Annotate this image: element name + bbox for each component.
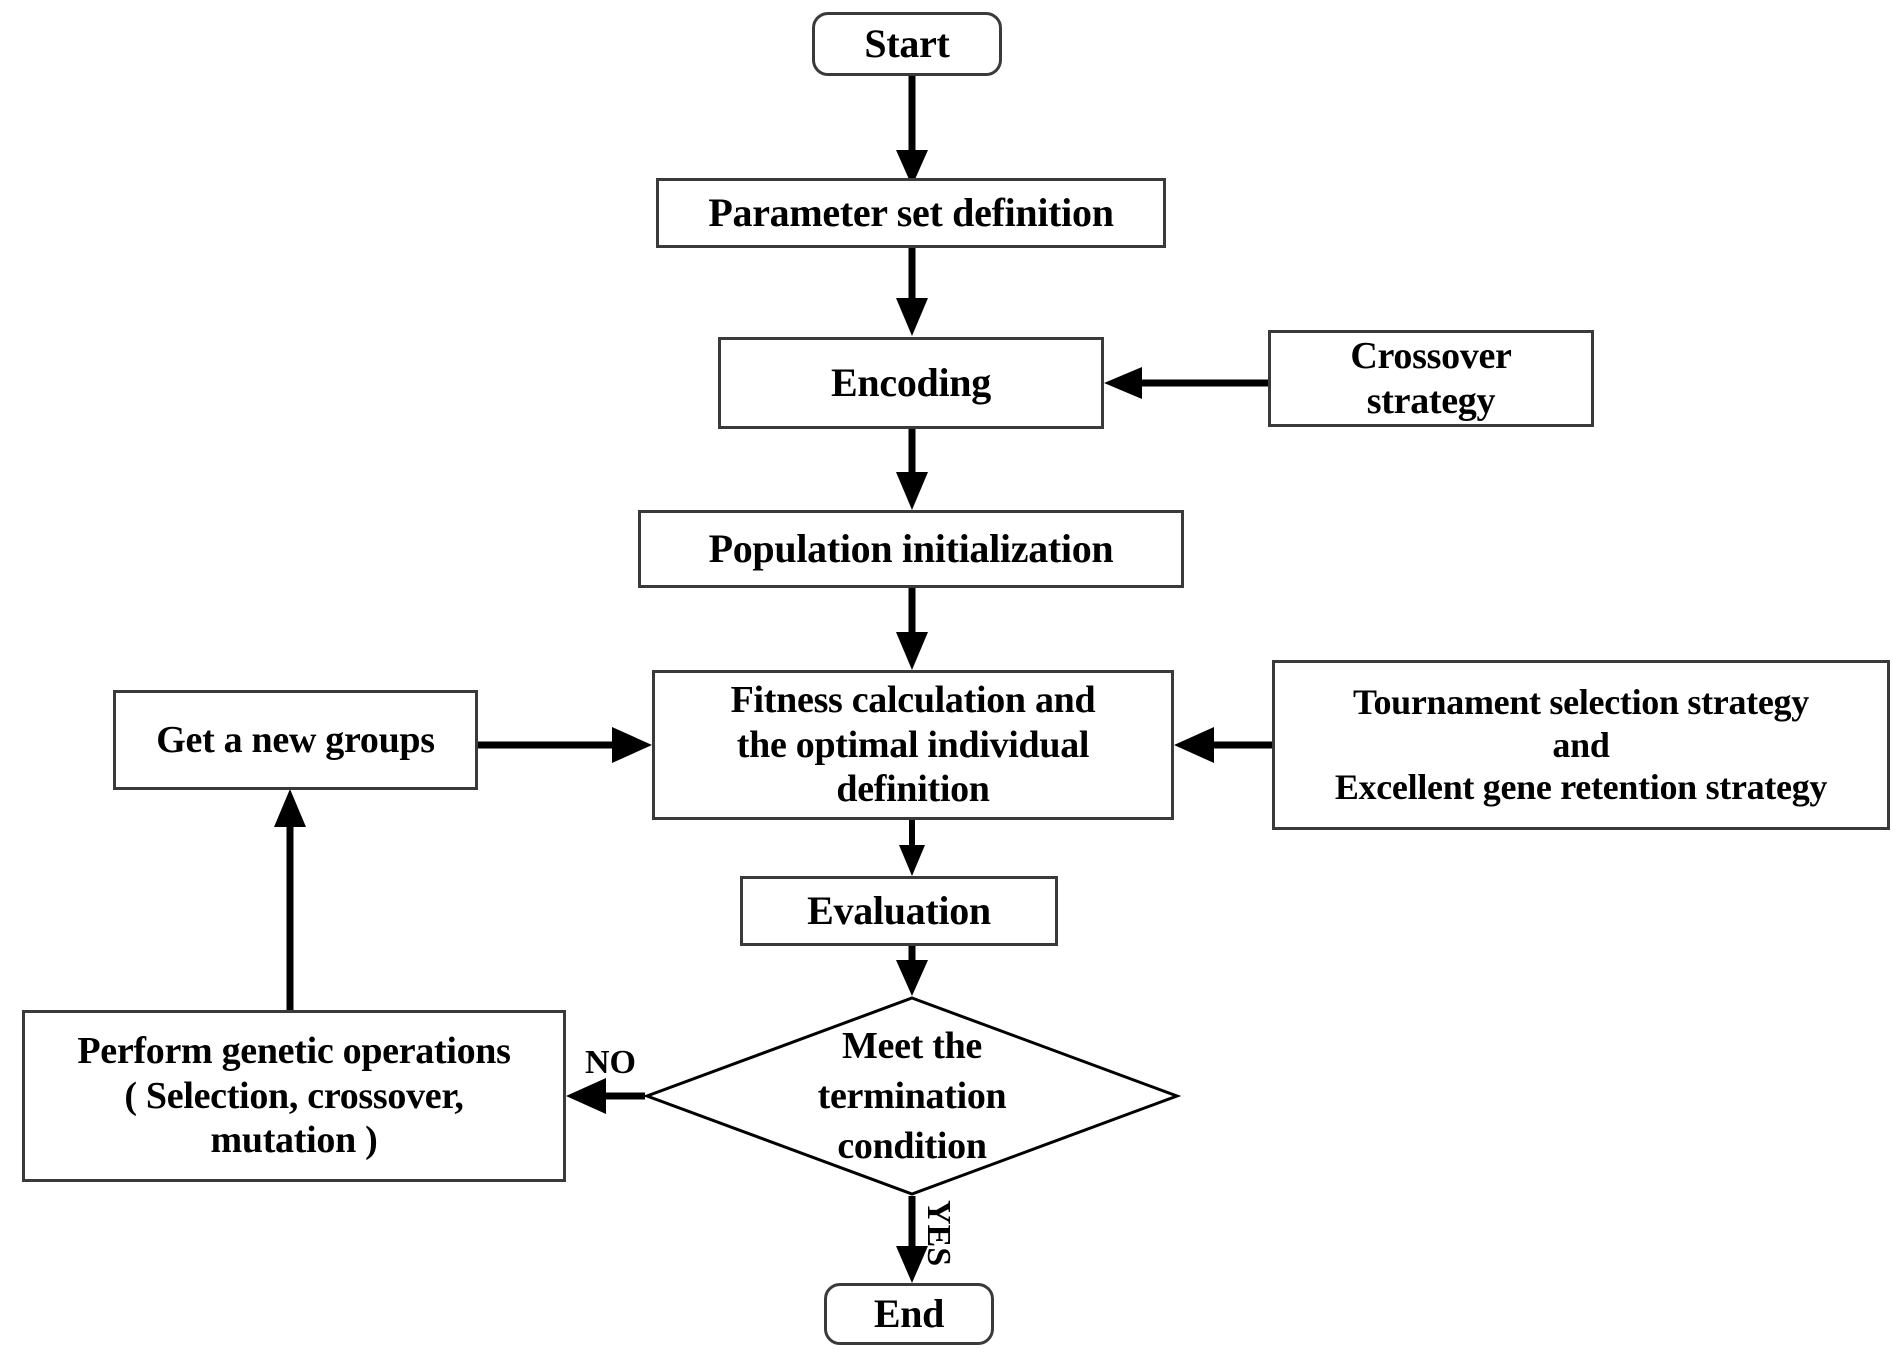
node-evaluation-label: Evaluation bbox=[807, 888, 991, 934]
edge-decision-to-genetic-ops bbox=[566, 1078, 645, 1114]
edge-tournament-to-fitness bbox=[1174, 727, 1272, 763]
node-evaluation[interactable]: Evaluation bbox=[740, 876, 1058, 946]
node-parameter-set-definition-label: Parameter set definition bbox=[708, 190, 1114, 236]
node-population-initialization-label: Population initialization bbox=[708, 526, 1114, 572]
edge-crossover-to-encoding bbox=[1104, 367, 1268, 399]
node-decision-meet-termination-condition[interactable]: Meet the termination condition bbox=[642, 996, 1182, 1196]
node-fitness-calculation[interactable]: Fitness calculation and the optimal indi… bbox=[652, 670, 1174, 820]
node-perform-genetic-operations-label: Perform genetic operations ( Selection, … bbox=[77, 1029, 511, 1162]
node-tournament-selection-strategy[interactable]: Tournament selection strategy and Excell… bbox=[1272, 660, 1890, 830]
node-get-a-new-groups-label: Get a new groups bbox=[156, 718, 435, 761]
edge-evaluation-to-decision bbox=[896, 944, 928, 996]
edge-decision-to-end bbox=[896, 1196, 928, 1283]
edge-newgroups-to-fitness bbox=[478, 727, 652, 763]
decision-diamond-shape bbox=[642, 996, 1182, 1196]
node-fitness-calculation-label: Fitness calculation and the optimal indi… bbox=[730, 678, 1096, 811]
node-crossover-strategy[interactable]: Crossover strategy bbox=[1268, 330, 1594, 427]
edge-label-no: NO bbox=[585, 1044, 636, 1081]
edge-encoding-to-popinit bbox=[896, 428, 928, 510]
node-end-label: End bbox=[873, 1291, 945, 1337]
node-start-label: Start bbox=[864, 21, 950, 67]
node-end[interactable]: End bbox=[824, 1283, 994, 1345]
edge-genetic-ops-to-newgroups bbox=[274, 789, 306, 1010]
node-decision-label: Meet the termination condition bbox=[817, 1024, 1007, 1168]
edge-fitness-to-evaluation bbox=[899, 820, 925, 876]
edge-label-yes: YES bbox=[920, 1200, 957, 1267]
node-encoding-label: Encoding bbox=[831, 360, 991, 406]
node-perform-genetic-operations[interactable]: Perform genetic operations ( Selection, … bbox=[22, 1010, 566, 1182]
edge-popinit-to-fitness bbox=[896, 588, 928, 670]
node-get-a-new-groups[interactable]: Get a new groups bbox=[113, 690, 478, 790]
node-tournament-selection-strategy-label: Tournament selection strategy and Excell… bbox=[1334, 682, 1828, 808]
node-parameter-set-definition[interactable]: Parameter set definition bbox=[656, 178, 1166, 248]
edge-start-to-param bbox=[896, 75, 928, 186]
node-start[interactable]: Start bbox=[812, 12, 1002, 76]
node-encoding[interactable]: Encoding bbox=[718, 337, 1104, 429]
node-crossover-strategy-label: Crossover strategy bbox=[1350, 334, 1512, 422]
edge-param-to-encoding bbox=[896, 247, 928, 336]
node-population-initialization[interactable]: Population initialization bbox=[638, 510, 1184, 588]
